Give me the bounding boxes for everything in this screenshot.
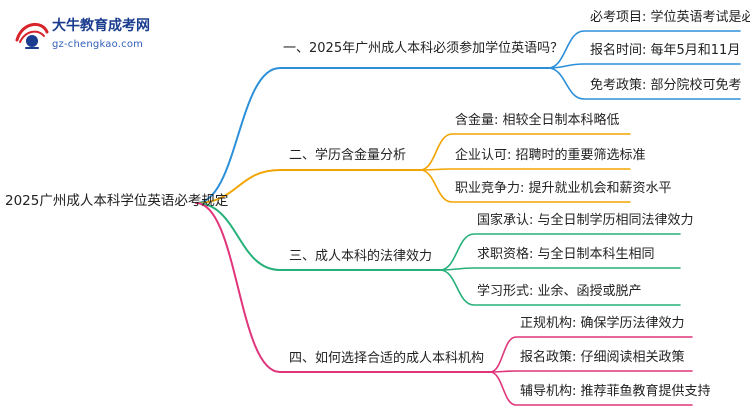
branch-2-child-3-link — [419, 169, 631, 203]
branch-1-child-3-link — [547, 67, 741, 100]
branch-4-label: 四、如何选择合适的成人本科机构 — [289, 351, 485, 366]
branch-4-child-2-link — [489, 370, 693, 373]
branch-2-label: 二、学历含金量分析 — [289, 148, 407, 163]
branch-4-link — [195, 202, 491, 373]
branch-2-child-2-link — [419, 168, 631, 171]
branch-3-link — [195, 202, 441, 271]
branch-1-child-2-link — [547, 63, 741, 69]
branch-4-child-3-link — [489, 371, 693, 406]
branch-2-child-1: 含金量: 相较全日制本科略低 — [455, 113, 620, 128]
branch-2-child-3: 职业竞争力: 提升就业机会和薪资水平 — [455, 181, 672, 196]
branch-4-child-2: 报名政策: 仔细阅读相关政策 — [520, 350, 685, 365]
branch-3-child-1-link — [439, 233, 681, 271]
logo-title: 大牛教育成考网 — [52, 18, 150, 34]
branch-2-child-2: 企业认可: 招聘时的重要筛选标准 — [455, 148, 646, 163]
branch-4-child-3: 辅导机构: 推荐菲鱼教育提供支持 — [520, 384, 711, 399]
branch-3-child-3-link — [439, 269, 681, 306]
branch-2-child-1-link — [419, 133, 631, 171]
root-topic: 2025广州成人本科学位英语必考规定 — [5, 193, 229, 209]
branch-4-child-1: 正规机构: 确保学历法律效力 — [520, 316, 685, 331]
branch-1-child-3: 免考政策: 部分院校可免考 — [590, 78, 742, 93]
branch-3-child-1: 国家承认: 与全日制学历相同法律效力 — [477, 213, 694, 228]
branch-1-child-1-link — [547, 30, 741, 69]
branch-1-link — [195, 67, 549, 204]
branch-3-child-3: 学习形式: 业余、函授或脱产 — [477, 284, 642, 299]
branch-3-child-2-link — [439, 267, 681, 271]
logo-url: gz-chengkao.com — [52, 39, 144, 50]
branch-1-child-1: 必考项目: 学位英语考试是必考 — [590, 10, 750, 25]
branch-3-child-2: 求职资格: 与全日制本科生相同 — [477, 247, 655, 262]
branch-1-child-2: 报名时间: 每年5月和11月 — [590, 43, 741, 58]
branch-4-child-1-link — [489, 336, 693, 373]
branch-1-label: 一、2025年广州成人本科必须参加学位英语吗？ — [283, 41, 564, 56]
logo-mascot-icon — [15, 23, 49, 49]
branch-2-link — [195, 169, 421, 204]
branch-3-label: 三、成人本科的法律效力 — [289, 249, 433, 264]
